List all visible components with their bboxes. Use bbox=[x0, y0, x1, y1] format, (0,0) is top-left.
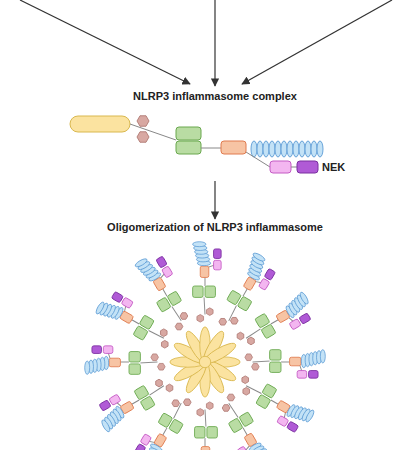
group-node: NLRP3 inflammasome complex bbox=[65, 90, 365, 180]
flow-arrow bbox=[214, 181, 215, 219]
oligomer-drawing bbox=[85, 242, 326, 450]
input-arrow bbox=[214, 0, 215, 86]
input-arrow bbox=[242, 0, 392, 84]
node-heading: NLRP3 inflammasome complex bbox=[65, 90, 365, 103]
node-heading: Oligomerization of NLRP3 inflammasome bbox=[65, 221, 365, 234]
part-label: NEK bbox=[322, 161, 345, 174]
group-node: Oligomerization of NLRP3 inflammasome bbox=[65, 221, 365, 450]
nlrp3-complex-drawing bbox=[70, 116, 323, 173]
input-arrow bbox=[20, 0, 190, 84]
